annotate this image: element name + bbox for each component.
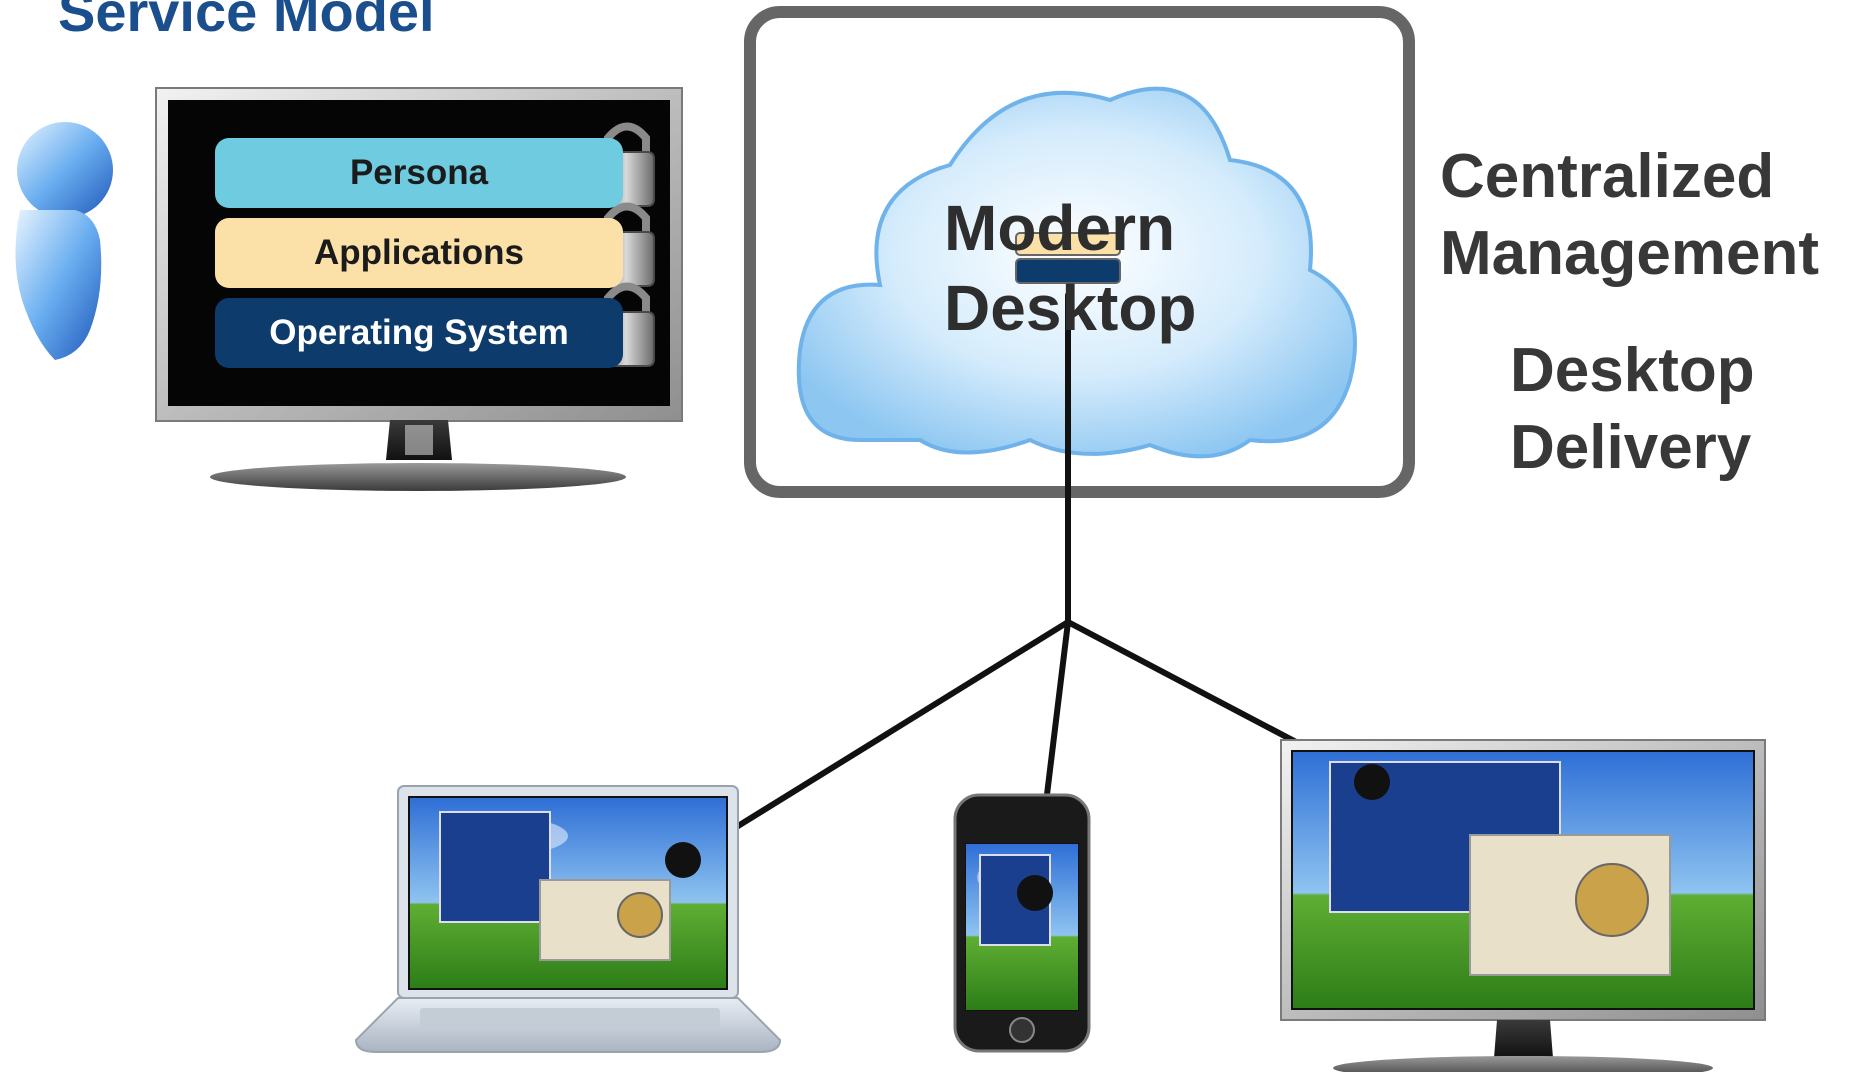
cloud-label-line1: Modern (944, 192, 1176, 264)
connection-node (1354, 764, 1390, 800)
applications-layer-label: Applications (313, 233, 525, 272)
cloud-label: Modern Desktop (944, 188, 1197, 348)
applications-layer: Applications (215, 218, 623, 288)
user-icon (15, 122, 113, 360)
persona-layer: Persona (215, 138, 623, 208)
cloud-label-line2: Desktop (944, 272, 1197, 344)
persona-layer-label: Persona (349, 153, 489, 192)
desktop-delivery-label: Desktop Delivery (1510, 332, 1755, 486)
laptop-device (354, 785, 782, 1053)
desktop-layers-icon (1015, 232, 1121, 284)
connection-node (665, 842, 701, 878)
delivery-line2: Delivery (1510, 413, 1752, 482)
phone-device (953, 793, 1091, 1053)
operating-system-layer-label: Operating System (269, 313, 569, 352)
page-title: Service Model (58, 0, 435, 43)
operating-system-layer: Operating System (215, 298, 623, 368)
centralized-management-label: Centralized Management (1440, 138, 1819, 292)
delivery-line1: Desktop (1510, 336, 1755, 405)
centralized-line2: Management (1440, 219, 1819, 288)
connection-node (1017, 875, 1053, 911)
desktop-monitor-device (1280, 739, 1766, 1072)
centralized-line1: Centralized (1440, 142, 1775, 211)
